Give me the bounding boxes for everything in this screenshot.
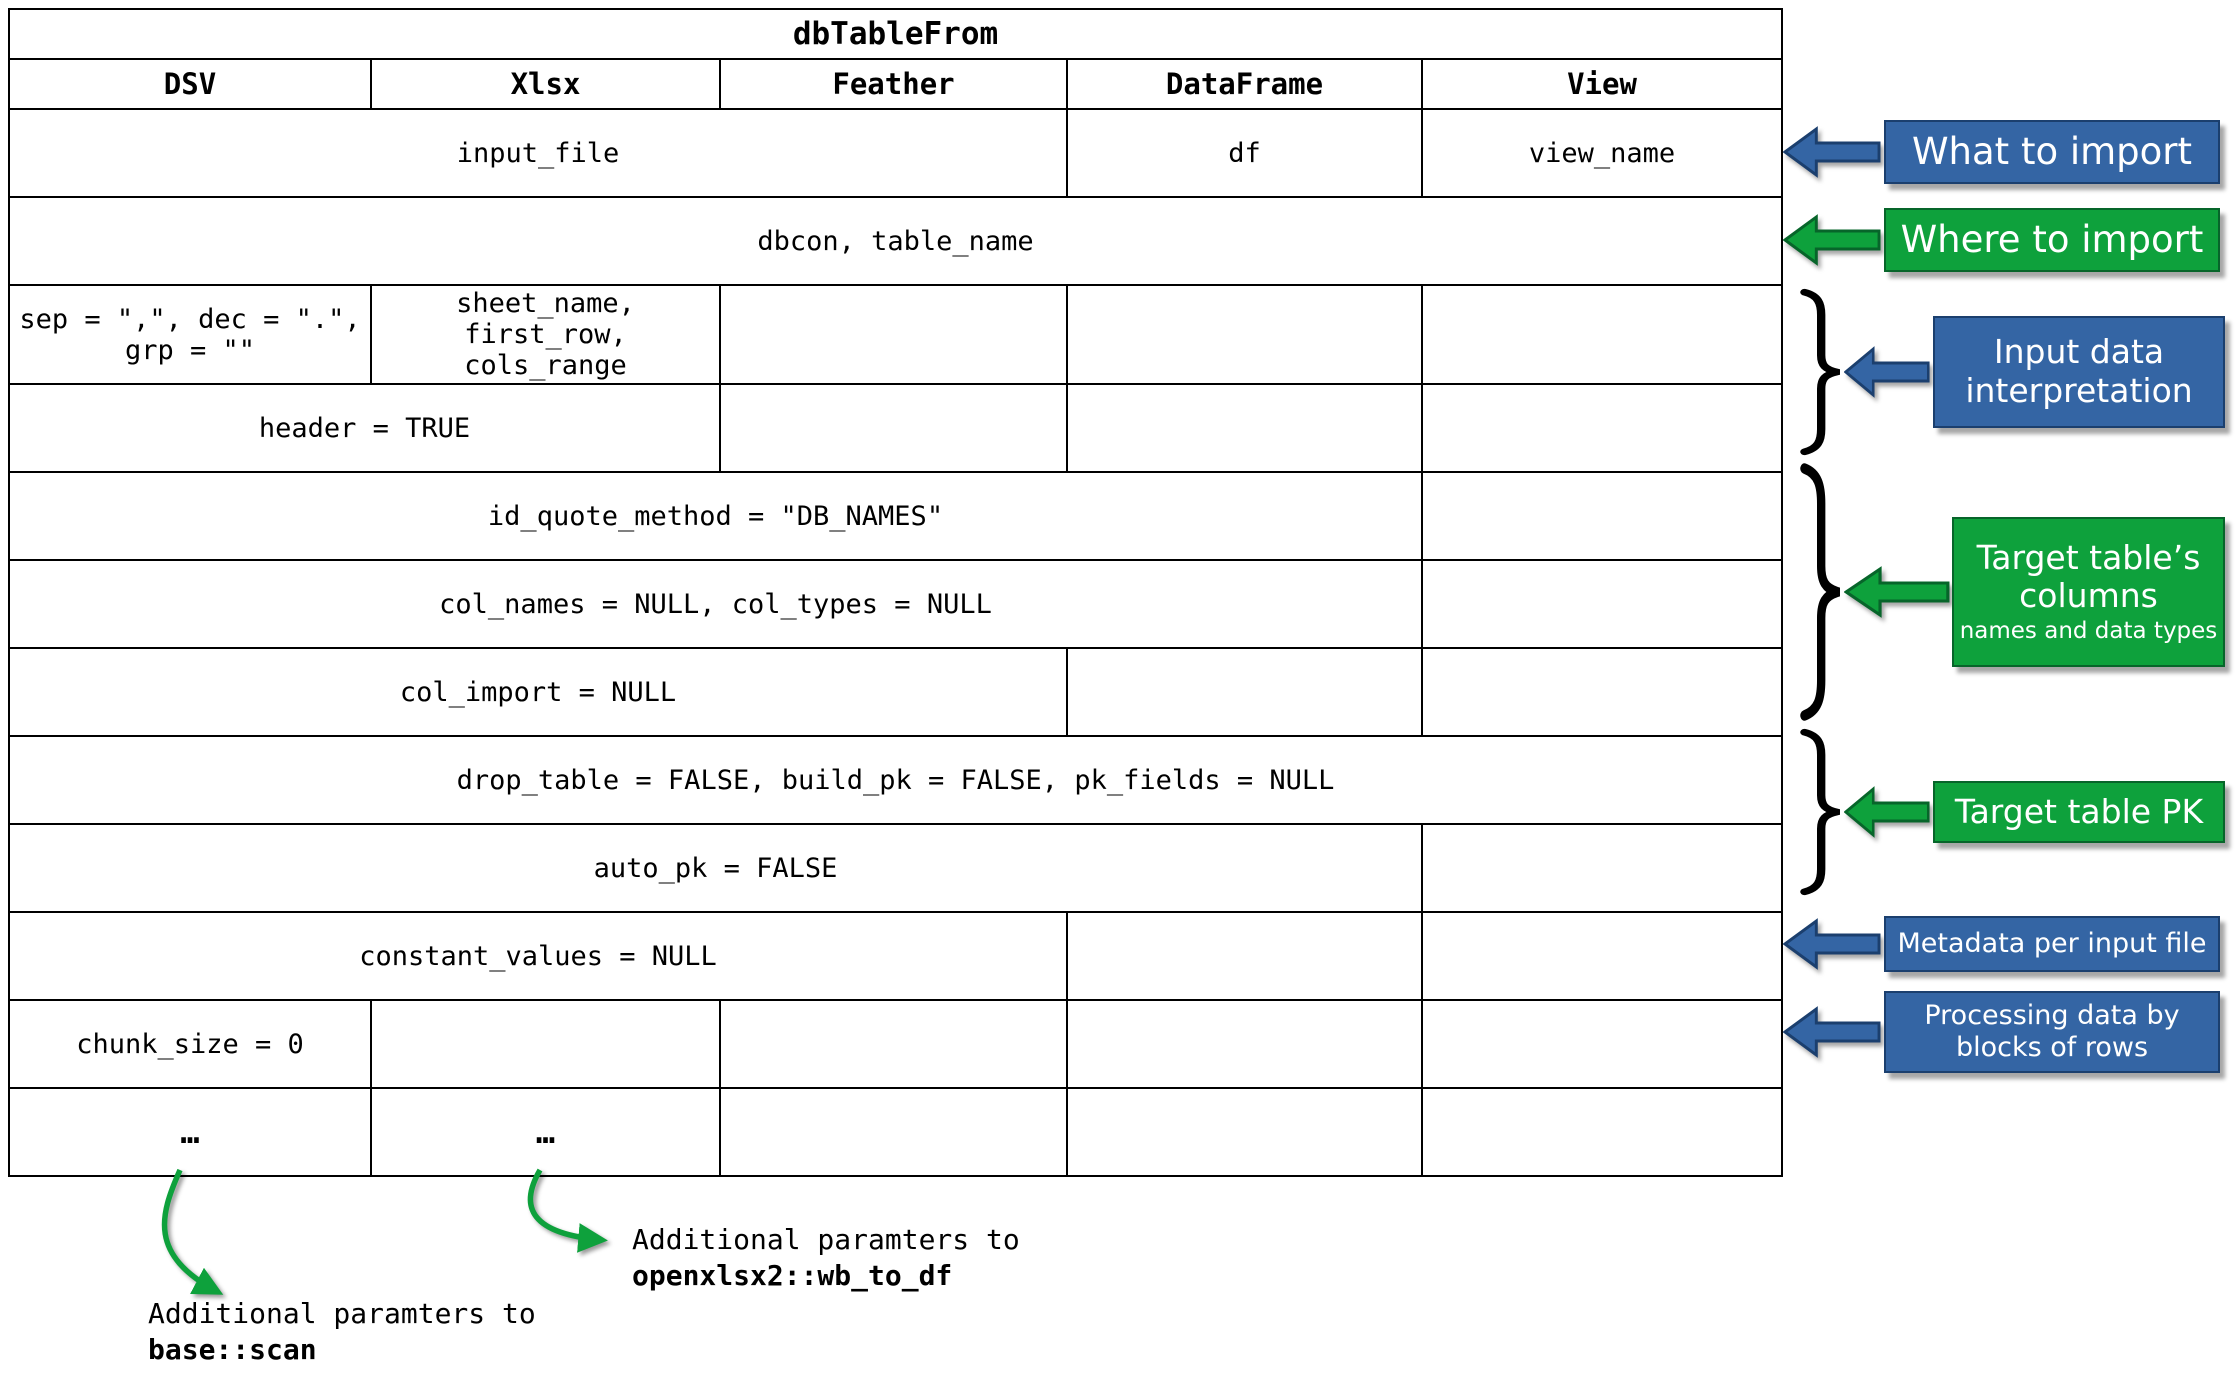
empty-cell [1420, 471, 1784, 561]
annotation-label: Metadata per input file [1897, 928, 2207, 960]
empty-cell [1066, 911, 1423, 1001]
empty-cell [1066, 383, 1423, 473]
annotation-sublabel: names and data types [1959, 618, 2218, 645]
empty-cell [1066, 284, 1423, 385]
empty-cell [1420, 999, 1784, 1089]
arrow-target-columns-icon [1844, 566, 1950, 618]
col-header-view: View [1420, 58, 1784, 110]
cell-xlsx-parse-params: sheet_name, first_row, cols_range [370, 284, 721, 385]
footnote-text: Additional paramters to [632, 1223, 1020, 1256]
annotation-label: Target table PK [1954, 791, 2204, 831]
footnote-wb-to-df: Additional paramters to openxlsx2::wb_to… [632, 1222, 1020, 1295]
annotation-where-to-import: Where to import [1884, 208, 2220, 272]
cell-constant-values: constant_values = NULL [8, 911, 1068, 1001]
footnote-code: openxlsx2::wb_to_df [632, 1259, 953, 1293]
col-header-xlsx: Xlsx [370, 58, 721, 110]
empty-cell [1420, 823, 1784, 913]
footnote-base-scan: Additional paramters to base::scan [148, 1296, 536, 1369]
curved-arrow-to-base-scan-icon [161, 1168, 224, 1295]
brace-target-pk-icon [1800, 728, 1840, 896]
arrow-processing-icon [1783, 1006, 1881, 1058]
col-header-dataframe: DataFrame [1066, 58, 1423, 110]
annotation-metadata-per-input-file: Metadata per input file [1884, 916, 2220, 972]
arrow-metadata-icon [1783, 918, 1881, 970]
cell-input-file: input_file [8, 108, 1068, 198]
empty-cell [1066, 647, 1423, 737]
empty-cell [719, 383, 1068, 473]
empty-cell [1420, 383, 1784, 473]
annotation-label: Input data interpretation [1965, 332, 2193, 410]
empty-cell [1420, 284, 1784, 385]
cell-dsv-ellipsis: … [8, 1087, 372, 1177]
empty-cell [1420, 647, 1784, 737]
cell-chunk-size: chunk_size = 0 [8, 999, 372, 1089]
cell-df: df [1066, 108, 1423, 198]
arrow-target-pk-icon [1844, 786, 1930, 838]
col-header-feather: Feather [719, 58, 1068, 110]
empty-cell [370, 999, 721, 1089]
empty-cell [1066, 999, 1423, 1089]
cell-dsv-parse-params: sep = ",", dec = ".", grp = "" [8, 284, 372, 385]
annotation-label: What to import [1911, 130, 2193, 174]
curved-arrow-to-wb-to-df-icon [527, 1168, 608, 1253]
annotation-what-to-import: What to import [1884, 120, 2220, 184]
annotation-target-table-columns: Target table’s columns names and data ty… [1952, 517, 2225, 667]
empty-cell [1066, 1087, 1423, 1177]
cell-dbcon-table-name: dbcon, table_name [7, 196, 1784, 286]
empty-cell [1420, 559, 1784, 649]
empty-cell [1420, 911, 1784, 1001]
arrow-input-interpretation-icon [1844, 346, 1930, 398]
cell-xlsx-ellipsis: … [370, 1087, 721, 1177]
annotation-input-data-interpretation: Input data interpretation [1933, 316, 2225, 428]
curved-arrows-layer [161, 1168, 608, 1295]
annotation-label: Target table’s columns [1976, 537, 2201, 616]
brace-target-columns-icon [1800, 463, 1840, 721]
empty-cell [1420, 1087, 1784, 1177]
cell-col-names-types: col_names = NULL, col_types = NULL [8, 559, 1423, 649]
cell-id-quote-method: id_quote_method = "DB_NAMES" [8, 471, 1423, 561]
col-header-dsv: DSV [8, 58, 372, 110]
empty-cell [719, 1087, 1068, 1177]
function-table: dbTableFrom DSV Xlsx Feather DataFrame V… [7, 8, 1784, 1177]
annotation-label: Where to import [1900, 218, 2204, 262]
table-title: dbTableFrom [7, 8, 1784, 60]
footnote-code: base::scan [148, 1333, 317, 1367]
cell-drop-table-pk: drop_table = FALSE, build_pk = FALSE, pk… [7, 735, 1784, 825]
annotation-label: Processing data by blocks of rows [1924, 1000, 2180, 1063]
brace-input-interpretation-icon [1800, 288, 1840, 456]
cell-view-name: view_name [1420, 108, 1784, 198]
cell-header-true: header = TRUE [8, 383, 721, 473]
empty-cell [719, 999, 1068, 1089]
empty-cell [719, 284, 1068, 385]
cell-auto-pk: auto_pk = FALSE [8, 823, 1423, 913]
cell-col-import: col_import = NULL [8, 647, 1068, 737]
annotation-target-table-pk: Target table PK [1933, 781, 2225, 843]
footnote-text: Additional paramters to [148, 1297, 536, 1330]
arrow-where-to-import-icon [1783, 214, 1881, 266]
arrow-what-to-import-icon [1783, 126, 1881, 178]
annotation-processing-blocks: Processing data by blocks of rows [1884, 991, 2220, 1073]
